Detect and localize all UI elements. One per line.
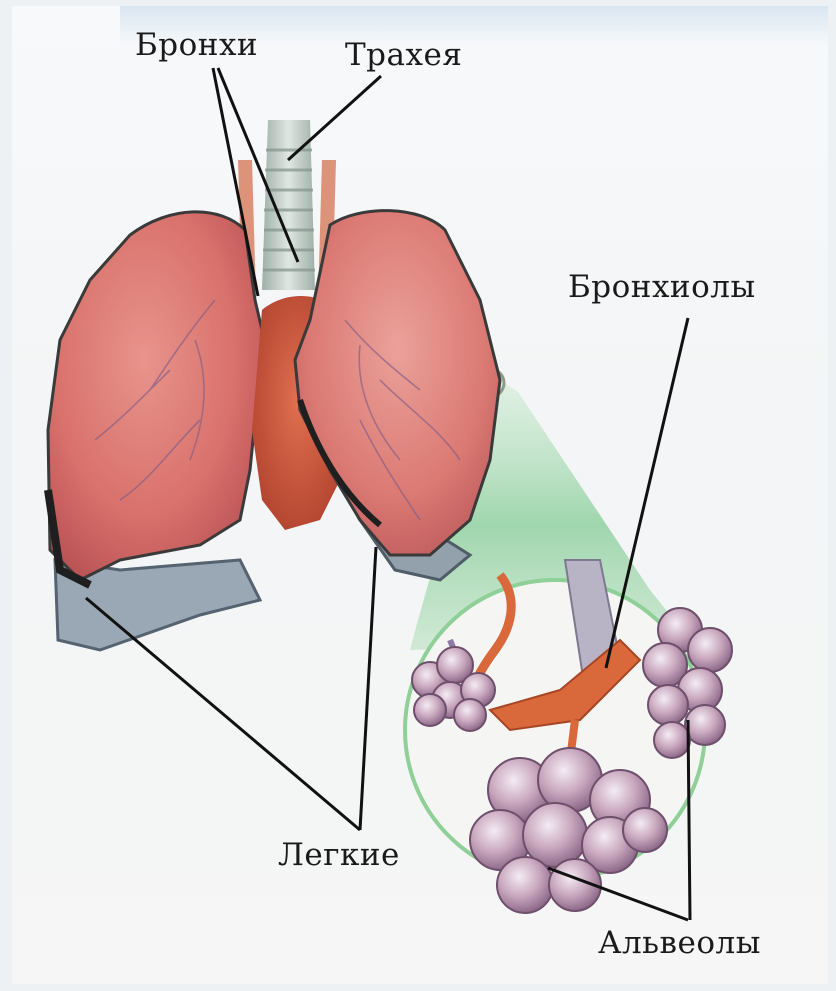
leader-lungs-right	[360, 547, 376, 830]
leader-alveoli-right	[688, 720, 690, 920]
label-bronchioles: Бронхиолы	[568, 272, 756, 303]
label-lungs: Легкие	[278, 840, 400, 871]
label-trachea: Трахея	[345, 40, 462, 71]
leader-lungs-left	[86, 598, 360, 830]
leader-trachea	[288, 76, 381, 160]
left-lung	[48, 212, 262, 580]
label-alveoli: Альвеолы	[598, 928, 761, 959]
label-bronchi: Бронхи	[135, 30, 258, 61]
